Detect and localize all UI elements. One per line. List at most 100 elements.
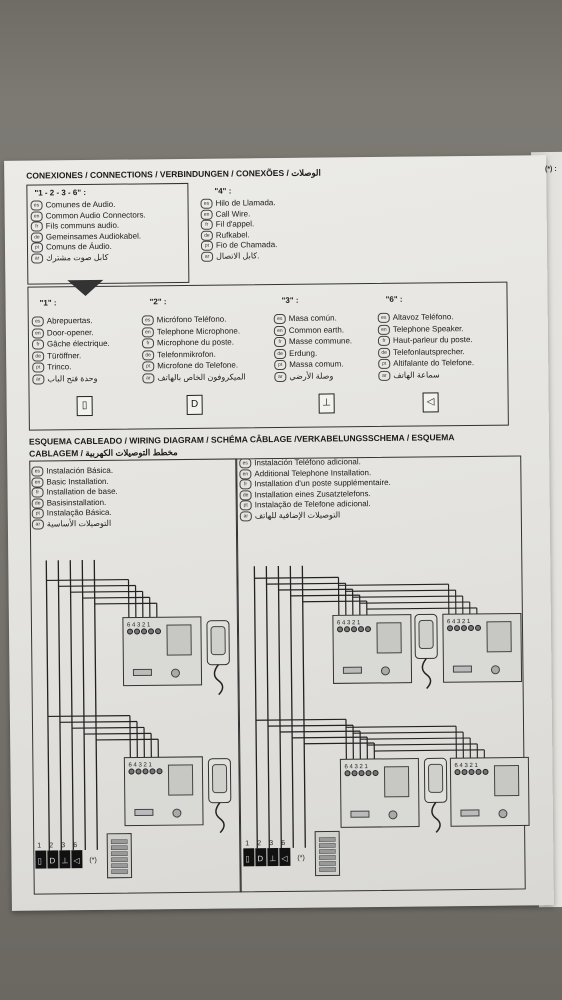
terminal-screw	[358, 626, 365, 633]
door-panel-button	[110, 839, 128, 845]
terminal-screw	[468, 768, 475, 775]
wire-horizontal	[302, 600, 367, 603]
terminal-symbol-icon: ▯	[245, 854, 250, 863]
terminal-symbol-icon: D	[257, 854, 263, 863]
monitor-button	[498, 809, 508, 819]
terminal-screw	[149, 768, 156, 775]
terminal-screw	[468, 624, 475, 631]
handset-cord	[431, 801, 441, 833]
wire-number-label: 1	[37, 843, 41, 850]
terminal-symbol-icon: ⊥	[269, 854, 276, 863]
wire-horizontal	[255, 718, 346, 721]
note-marker: (*)	[89, 857, 96, 864]
wire-horizontal	[72, 726, 145, 729]
door-panel-button	[111, 863, 128, 869]
wire-horizontal	[47, 714, 130, 718]
wire-number-label: 1	[245, 840, 249, 847]
terminal-screw	[365, 770, 372, 777]
monitor-button	[388, 810, 398, 820]
monitor-screen	[376, 622, 402, 654]
instruction-sheet: CONEXIONES / CONNECTIONS / VERBINDUNGEN …	[4, 155, 554, 911]
side-strip-label: (*) :	[545, 166, 557, 173]
terminal-symbol-icon: ▯	[37, 857, 42, 866]
terminal-strip-label: 6 4 3 2 1	[344, 764, 368, 770]
door-panel-button	[319, 855, 336, 860]
wire-horizontal	[84, 732, 152, 735]
note-marker: (*)	[297, 855, 304, 862]
terminal-screw	[461, 625, 468, 632]
wire-vertical	[301, 565, 306, 848]
monitor-screen	[167, 764, 194, 796]
terminal-strip-label: 6 4 3 2 1	[454, 763, 478, 769]
terminal-screw	[127, 628, 134, 635]
wire-horizontal	[59, 720, 137, 723]
wire-vertical	[57, 560, 62, 851]
wire-horizontal	[346, 725, 457, 728]
wire-horizontal	[359, 601, 470, 604]
door-panel-button	[319, 849, 336, 854]
wire-horizontal	[366, 607, 477, 610]
monitor-connector	[460, 809, 480, 817]
wire-vertical	[93, 559, 98, 850]
wire-horizontal	[268, 724, 354, 727]
terminal-screw	[141, 628, 148, 635]
wire-horizontal	[70, 590, 143, 593]
monitor-screen	[493, 765, 520, 797]
door-panel-button	[319, 867, 336, 872]
door-panel-button	[319, 861, 336, 866]
terminal-screw	[454, 625, 461, 632]
wire-horizontal	[278, 588, 353, 591]
terminal-screw	[135, 768, 142, 775]
terminal-screw	[337, 626, 344, 633]
monitor-screen	[383, 766, 410, 798]
terminal-block	[59, 850, 71, 869]
terminal-screw	[134, 628, 141, 635]
terminal-symbol-icon: D	[49, 856, 55, 865]
terminal-symbol-icon: ◁	[73, 856, 80, 865]
wire-horizontal	[338, 583, 449, 586]
terminal-screw	[156, 768, 163, 775]
wire-horizontal	[374, 749, 485, 752]
door-panel-button	[111, 851, 128, 857]
terminal-block	[47, 850, 59, 869]
terminal-screw	[447, 625, 454, 632]
terminal-screw	[351, 770, 358, 777]
terminal-screw	[142, 768, 149, 775]
wire-horizontal	[46, 578, 129, 582]
wire-vertical	[81, 560, 86, 851]
terminal-screw	[351, 626, 358, 633]
monitor-connector	[342, 666, 362, 674]
terminal-screw	[344, 770, 351, 777]
terminal-screw	[482, 768, 489, 775]
door-panel-button	[319, 843, 336, 848]
handset-cord	[421, 658, 432, 689]
wire-vertical	[253, 566, 258, 849]
wire-horizontal	[94, 602, 157, 605]
terminal-block	[267, 848, 279, 867]
handset-receiver	[418, 619, 434, 650]
monitor-button	[490, 665, 500, 675]
wire-vertical	[45, 560, 50, 851]
terminal-screw	[461, 769, 468, 776]
wire-horizontal	[367, 743, 478, 746]
handset-cord	[215, 802, 225, 834]
terminal-screw	[454, 769, 461, 776]
door-panel-button	[111, 845, 128, 851]
terminal-screw	[155, 628, 162, 635]
wire-horizontal	[82, 596, 150, 599]
handset-receiver	[211, 764, 228, 794]
terminal-screw	[148, 628, 155, 635]
terminal-block	[243, 848, 255, 867]
terminal-symbol-icon: ⊥	[61, 856, 68, 865]
monitor-button	[170, 668, 180, 678]
door-panel-button	[111, 869, 128, 875]
wire-number-label: 6	[281, 840, 285, 847]
terminal-strip-label: 6 4 3 2 1	[337, 620, 361, 626]
wire-number-label: 6	[73, 842, 77, 849]
wire-vertical	[277, 566, 282, 849]
terminal-screw	[128, 768, 135, 775]
wire-horizontal	[292, 736, 368, 739]
wire-horizontal	[290, 594, 360, 597]
handset-cord	[213, 664, 224, 696]
monitor-connector	[134, 808, 154, 817]
